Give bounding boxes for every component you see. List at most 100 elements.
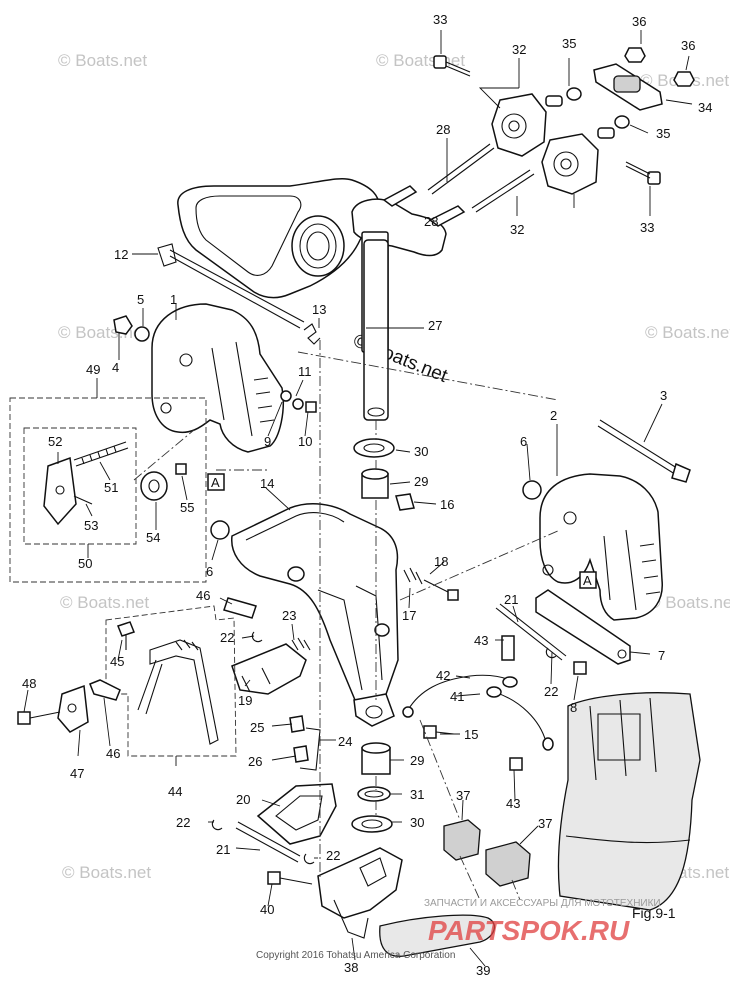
callout-51: 51: [104, 480, 118, 495]
leader-lines: [23, 30, 693, 967]
callout-22: 22: [220, 630, 234, 645]
callout-22: 22: [544, 684, 558, 699]
callout-46: 46: [196, 588, 210, 603]
bolt-15: [423, 725, 455, 739]
callout-50: 50: [78, 556, 92, 571]
callout-8: 8: [570, 700, 577, 715]
callout-44: 44: [168, 784, 182, 799]
nut-36-b: [673, 71, 695, 87]
rod-21-upper: [495, 603, 567, 661]
callout-9: 9: [264, 434, 271, 449]
copyright: Copyright 2016 Tohatsu America Corporati…: [256, 950, 455, 961]
block-26: [293, 745, 309, 763]
callout-28: 28: [436, 122, 450, 137]
bolt-43-upper: [501, 635, 515, 661]
bracket-47: [57, 684, 89, 733]
callout-55: 55: [180, 500, 194, 515]
mount-bracket-34: [593, 63, 663, 111]
callout-31: 31: [410, 787, 424, 802]
lower-mount-38: [317, 847, 403, 939]
callout-22: 22: [176, 815, 190, 830]
bolt-45: [117, 621, 135, 650]
ground-wire-41: [486, 686, 554, 751]
screw-55: [175, 463, 187, 475]
clamp-bracket-left: [151, 303, 284, 453]
callout-46: 46: [106, 746, 120, 761]
motor-leg: [557, 692, 701, 911]
callout-29: 29: [410, 753, 424, 768]
callout-32: 32: [510, 222, 524, 237]
ground-wire-42: [402, 674, 518, 718]
kickup-spring-arm: [137, 639, 219, 745]
washer-11: [292, 398, 304, 410]
watermark-low-right: © Boats.net: [648, 593, 730, 612]
spring-23: [291, 637, 311, 651]
bushing-4: [113, 315, 133, 335]
clip-22-lower-b: [303, 853, 315, 865]
bolt-18: [423, 579, 459, 601]
spring-17: [403, 567, 423, 585]
washer-9: [280, 390, 292, 402]
callout-34: 34: [698, 100, 712, 115]
footer-text: ЗАПЧАСТИ И АКСЕССУАРЫ ДЛЯ МОТОТЕХНИКИ: [424, 898, 661, 909]
callout-5: 5: [137, 292, 144, 307]
marker-a-right: A: [579, 571, 597, 589]
callout-2: 2: [550, 408, 557, 423]
svg-text:A: A: [583, 573, 592, 588]
washer-35-upper: [566, 87, 582, 101]
callout-21: 21: [216, 842, 230, 857]
watermark-low-left: © Boats.net: [60, 593, 149, 612]
callout-26: 26: [248, 754, 262, 769]
callout-6: 6: [520, 434, 527, 449]
guide-lines: [133, 340, 561, 901]
watermark-bottom-left: © Boats.net: [62, 863, 151, 882]
clamp-pad-52: [43, 456, 77, 526]
callout-36: 36: [632, 14, 646, 29]
handle-54: [140, 471, 168, 501]
clip-22-lower-a: [211, 819, 223, 831]
callout-38: 38: [344, 960, 358, 975]
spring-13: [303, 323, 321, 345]
rubber-block-37-right: [485, 841, 531, 887]
watermark-top-left: © Boats.net: [58, 51, 147, 70]
callout-36: 36: [681, 38, 695, 53]
callout-20: 20: [236, 792, 250, 807]
callout-25: 25: [250, 720, 264, 735]
plate-7: [535, 589, 631, 665]
watermark-mid-left: © Boats.net: [58, 323, 147, 342]
washer-5: [134, 326, 150, 342]
bushing-29-lower: [361, 742, 391, 775]
callout-27: 27: [428, 318, 442, 333]
callout-7: 7: [658, 648, 665, 663]
bolt-10: [305, 401, 317, 413]
callout-22: 22: [326, 848, 340, 863]
footer: ЗАПЧАСТИ И АКСЕССУАРЫ ДЛЯ МОТОТЕХНИКИ Fi…: [256, 898, 676, 961]
callout-33: 33: [640, 220, 654, 235]
clamp-screw-group-box: [9, 397, 207, 583]
callout-40: 40: [260, 902, 274, 917]
callout-11: 11: [298, 364, 312, 379]
rod-24: [299, 727, 321, 771]
tilt-lever-rod: [157, 243, 305, 329]
callout-30: 30: [410, 815, 424, 830]
callout-24: 24: [338, 734, 352, 749]
bolt-40: [267, 871, 313, 885]
callout-14: 14: [260, 476, 274, 491]
bushing-46-upper: [223, 597, 257, 619]
callout-1: 1: [170, 292, 177, 307]
rubber-mount-lower: [541, 127, 615, 195]
rubber-block-37-left: [443, 819, 481, 861]
washer-6-right: [522, 480, 542, 500]
rubber-mount-upper: [491, 93, 563, 157]
bolt-43-lower: [509, 757, 523, 771]
mount-bolt-upper: [433, 55, 471, 77]
pin-53: [73, 495, 93, 505]
callout-49: 49: [86, 362, 100, 377]
callout-3: 3: [660, 388, 667, 403]
marker-a-left: A: [207, 473, 225, 491]
bolt-8: [573, 661, 587, 675]
callout-12: 12: [114, 247, 128, 262]
callout-17: 17: [402, 608, 416, 623]
